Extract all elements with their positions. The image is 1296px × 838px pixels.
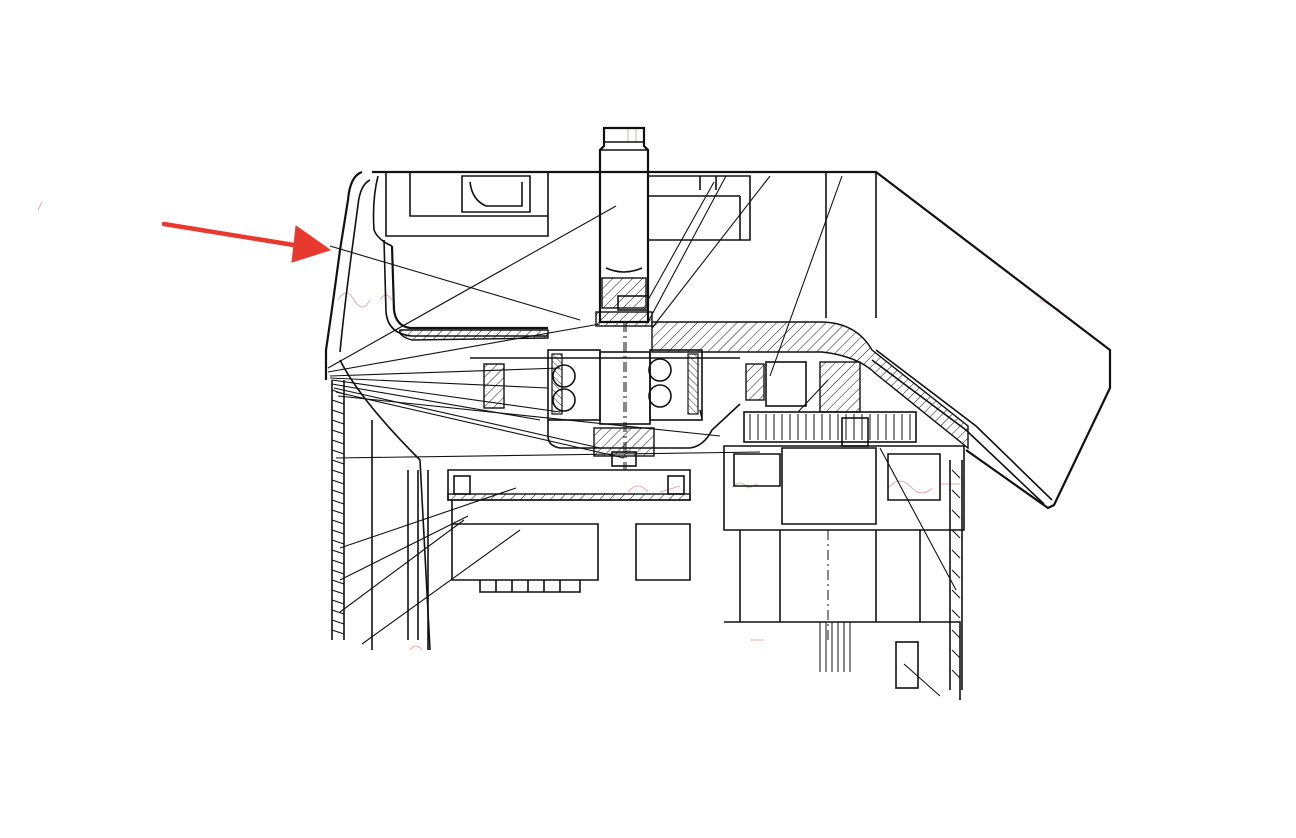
- base-plate: [399, 321, 1053, 505]
- gear-ring: [743, 361, 917, 447]
- bearing-assembly: [470, 311, 807, 467]
- pointer-arrow: [161, 221, 332, 263]
- ghost-marks: [37, 128, 1061, 651]
- control-box: [407, 469, 691, 650]
- motor-unit: [723, 445, 965, 700]
- leader-lines: [327, 175, 957, 697]
- shaft: [598, 126, 650, 470]
- housing: [324, 170, 1112, 510]
